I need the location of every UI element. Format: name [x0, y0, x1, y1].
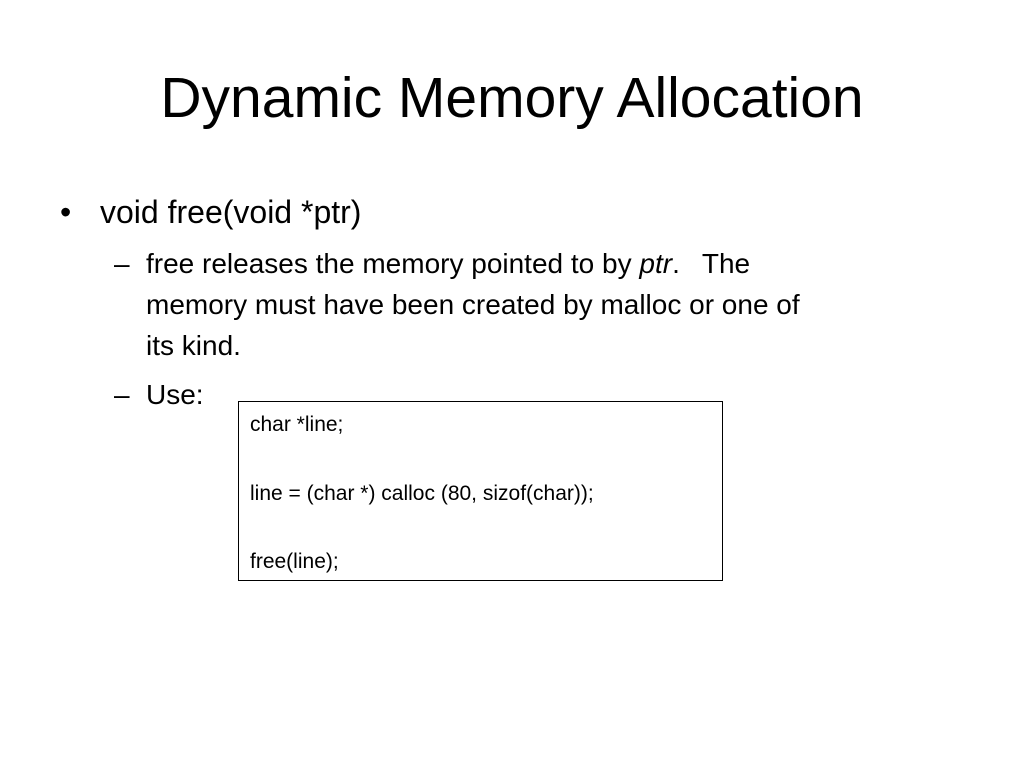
code-line-1: char *line; — [250, 413, 344, 436]
bullet-text: void free(void *ptr) — [100, 194, 362, 230]
sub-bullet-1-line-1: free releases the memory pointed to by p… — [146, 243, 750, 284]
sub-bullet-1-period: . — [672, 248, 680, 279]
sub-bullet-2-text: Use: — [146, 379, 204, 410]
ptr-italic: ptr — [639, 248, 673, 279]
sub-bullet-marker-1: – — [114, 248, 130, 279]
bullet-marker: • — [60, 194, 72, 230]
sub-bullet-1-line-2: memory must have been created by malloc … — [146, 289, 800, 320]
slide-title: Dynamic Memory Allocation — [160, 66, 864, 130]
code-box: char *line; line = (char *) calloc (80, … — [238, 401, 723, 581]
sub-bullet-1-text-start: free releases the memory pointed to by — [146, 248, 640, 279]
code-line-2: line = (char *) calloc (80, sizof(char))… — [250, 482, 594, 505]
sub-bullet-1-line-3: its kind. — [146, 330, 241, 361]
sub-bullet-1-text-end: The — [701, 248, 751, 279]
code-line-3: free(line); — [250, 550, 339, 573]
sub-bullet-marker-2: – — [114, 379, 130, 410]
